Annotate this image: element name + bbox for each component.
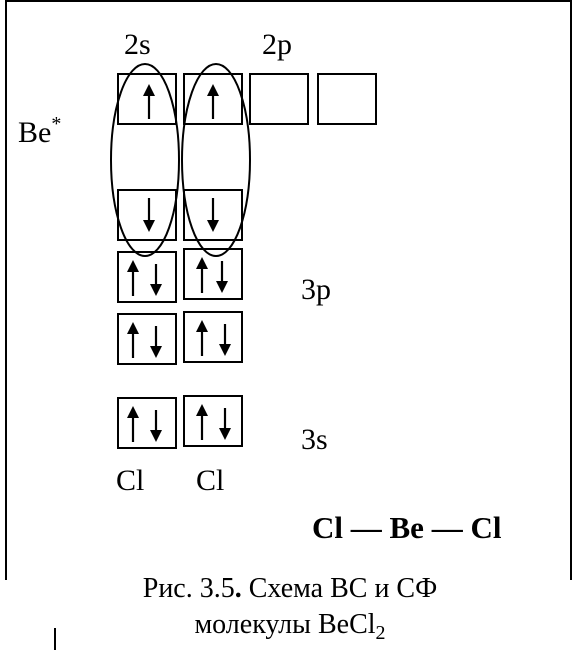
label-be-excited: Be* (18, 114, 61, 149)
formula-bond-right: — (431, 510, 463, 545)
excited-asterisk: * (51, 113, 62, 135)
electron-up-arrow (143, 84, 155, 119)
caption-figure-number: Рис. 3.5 (142, 573, 235, 604)
cl-right-bond-box (183, 189, 243, 241)
cl-left-3s-box (117, 397, 177, 449)
electron-pair-arrows (127, 322, 162, 358)
caption-subscript: 2 (375, 622, 386, 644)
figure-caption-line1: Рис. 3.5. Схема ВС и СФ (30, 572, 550, 606)
cl-left-3p-box-1 (117, 251, 177, 303)
be-2s-box (117, 73, 177, 125)
cl-right-3p-box-2 (183, 311, 243, 363)
electron-pair-arrows (127, 406, 162, 442)
label-2p: 2p (262, 28, 292, 61)
be-2p-box-2 (249, 73, 309, 125)
electron-pair-arrows (127, 260, 162, 296)
overlap-ellipse-left (110, 63, 180, 257)
electron-down-arrow (143, 198, 155, 232)
frame-left-border (5, 0, 7, 580)
formula-bond-left: — (350, 510, 382, 545)
label-cl-left: Cl (116, 464, 145, 497)
frame-right-border (570, 0, 572, 580)
frame-bottom-stub (54, 628, 56, 650)
caption-dot: . (234, 573, 242, 604)
formula-cl-left: Cl (312, 510, 343, 545)
label-2s: 2s (124, 28, 151, 61)
caption-molecule: молекулы BeCl (194, 609, 376, 640)
overlap-ellipse-right (181, 63, 251, 257)
electron-pair-arrows (196, 320, 231, 356)
be-symbol: Be (18, 116, 52, 149)
label-3s: 3s (301, 423, 328, 456)
be-2p-box-3 (317, 73, 377, 125)
structural-formula: Cl — Be — Cl (312, 512, 501, 543)
formula-cl-right: Cl (470, 510, 502, 545)
cl-left-3p-box-2 (117, 313, 177, 365)
cl-right-3p-box-1 (183, 248, 243, 300)
electron-down-arrow (207, 198, 219, 232)
electron-up-arrow (207, 84, 219, 119)
cl-right-3s-box (183, 395, 243, 447)
electron-pair-arrows (196, 404, 231, 440)
figure-caption-line2: молекулы BeCl2 (30, 608, 550, 644)
electron-pair-arrows (196, 257, 228, 293)
frame-top-border (5, 0, 572, 2)
caption-text: Схема ВС и СФ (241, 573, 438, 604)
formula-be: Be (389, 510, 424, 545)
label-3p: 3p (301, 273, 331, 306)
label-cl-right: Cl (196, 464, 225, 497)
